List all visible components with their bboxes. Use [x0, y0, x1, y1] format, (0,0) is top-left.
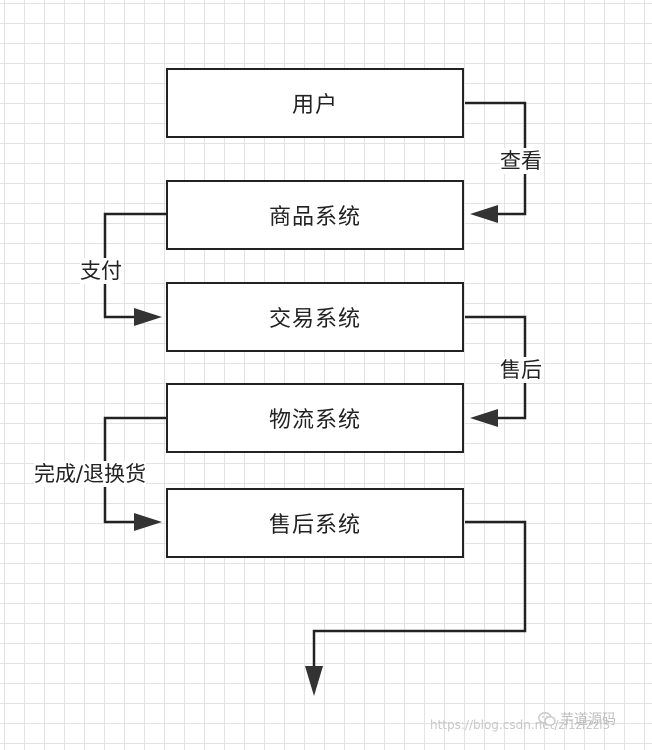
trade-system-node: 交易系统	[166, 282, 464, 352]
goods-system-node: 商品系统	[166, 180, 464, 250]
edge-view-arrowhead	[470, 205, 498, 223]
watermark-url: https://blog.csdn.net/zl1zl2zl3	[430, 718, 611, 732]
edge-label-pay: 支付	[80, 258, 122, 284]
edge-aftersale-arrowhead	[470, 409, 498, 427]
edge-label-view: 查看	[500, 148, 542, 174]
edge-label-complete-return-exchange: 完成/退换货	[34, 461, 147, 487]
logistics-system-node-label: 物流系统	[268, 408, 361, 433]
edge-pay-arrowhead	[134, 308, 162, 326]
edge-exit-arrowhead	[305, 666, 323, 696]
brand-watermark: 芋道源码	[538, 709, 616, 729]
wechat-icon	[538, 712, 556, 726]
user-node-label: 用户	[291, 93, 338, 118]
edge-label-aftersale: 售后	[500, 357, 542, 383]
user-node: 用户	[166, 68, 464, 138]
edge-exit-line	[312, 520, 527, 668]
goods-system-node-label: 商品系统	[268, 205, 361, 230]
aftersale-system-node-label: 售后系统	[268, 513, 361, 538]
edge-complete-arrowhead	[134, 513, 162, 531]
logistics-system-node: 物流系统	[166, 383, 464, 453]
brand-name: 芋道源码	[560, 712, 616, 728]
aftersale-system-node: 售后系统	[166, 488, 464, 558]
trade-system-node-label: 交易系统	[268, 307, 361, 332]
